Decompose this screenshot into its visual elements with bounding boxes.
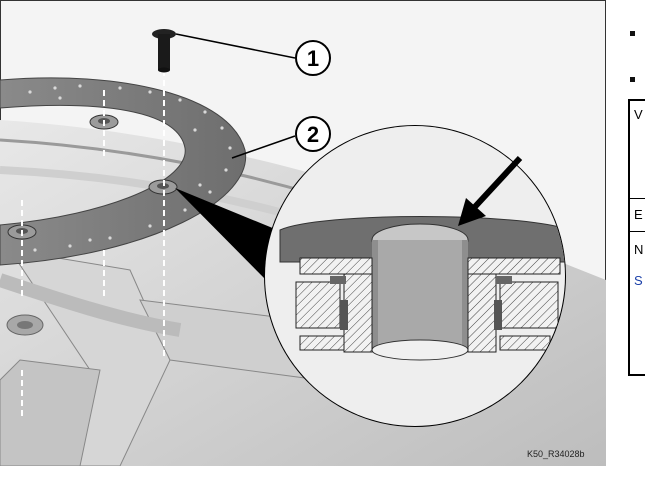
table-cell: E bbox=[634, 207, 643, 222]
callout-1 bbox=[295, 40, 331, 76]
callout-2 bbox=[295, 116, 331, 152]
table-link[interactable]: S bbox=[634, 273, 643, 288]
table-cell: V bbox=[634, 107, 643, 122]
brake-disc bbox=[0, 77, 247, 266]
callout-2-label: 2 bbox=[307, 122, 319, 147]
table-cell: N bbox=[634, 242, 644, 257]
detail-cone bbox=[175, 188, 292, 282]
callout-1-label: 1 bbox=[307, 46, 319, 71]
detail-magnifier bbox=[264, 125, 566, 427]
assembly-lines bbox=[21, 70, 165, 420]
technical-illustration-brake-disc: 1 2 bbox=[0, 0, 606, 466]
bullet-marker bbox=[630, 31, 635, 36]
image-code: K50_R34028b bbox=[527, 449, 585, 459]
bolt bbox=[152, 29, 176, 73]
side-table: V E N S bbox=[628, 99, 645, 376]
bullet-marker bbox=[630, 77, 635, 82]
